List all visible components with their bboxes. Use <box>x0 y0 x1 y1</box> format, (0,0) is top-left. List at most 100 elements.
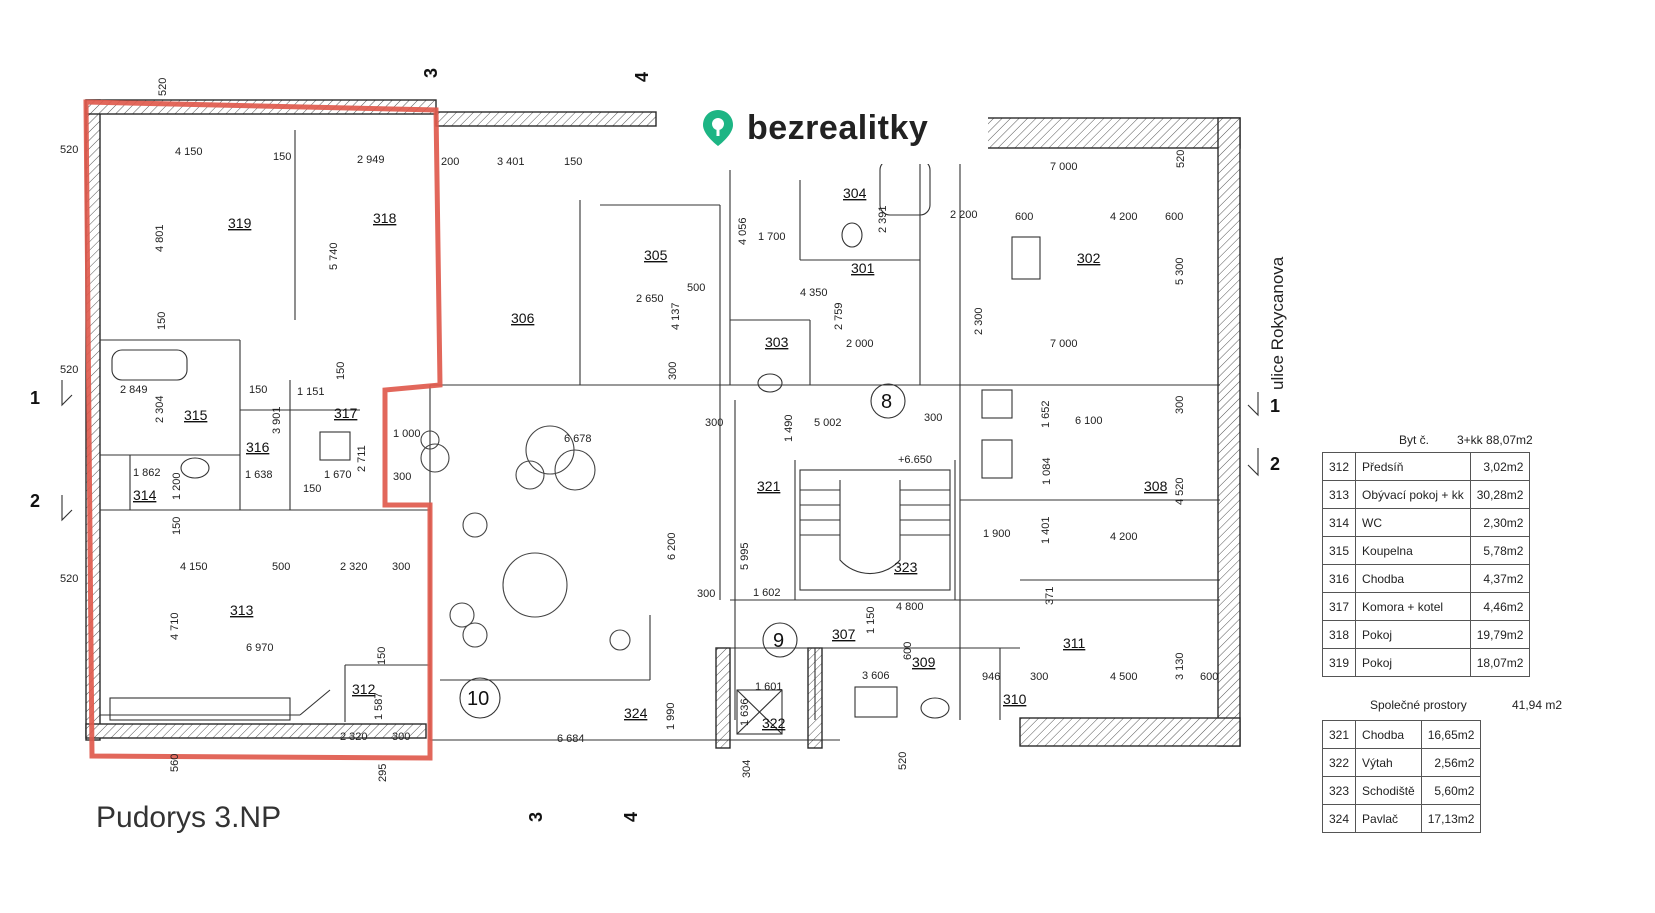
legend-area-cell: 5,60m2 <box>1420 776 1482 805</box>
legend-num-cell: 323 <box>1321 776 1357 805</box>
legend-common-total: 41,94 m2 <box>1512 698 1563 712</box>
svg-text:300: 300 <box>393 471 411 483</box>
svg-text:295: 295 <box>377 764 389 782</box>
svg-text:600: 600 <box>1200 671 1218 683</box>
legend-name-cell: Pokoj <box>1355 648 1471 677</box>
legend-area-cell: 30,28m2 <box>1469 480 1531 509</box>
legend-area-cell: 5,78m2 <box>1469 536 1531 565</box>
svg-text:2 320: 2 320 <box>340 561 368 573</box>
room-301: 301 <box>851 260 875 276</box>
legend-common-title: Společné prostory <box>1370 698 1467 712</box>
svg-text:1 652: 1 652 <box>1040 400 1052 428</box>
svg-text:500: 500 <box>687 282 705 294</box>
svg-text:150: 150 <box>376 647 388 665</box>
svg-text:4 200: 4 200 <box>1110 211 1138 223</box>
room-322: 322 <box>762 715 786 731</box>
legend-name-cell: Výtah <box>1355 748 1422 777</box>
section-marker-1-right: 1 <box>1270 396 1280 416</box>
svg-text:4 150: 4 150 <box>180 561 208 573</box>
svg-text:600: 600 <box>902 642 914 660</box>
svg-text:300: 300 <box>697 588 715 600</box>
legend-area-cell: 16,65m2 <box>1420 720 1482 749</box>
svg-text:600: 600 <box>1015 211 1033 223</box>
svg-text:150: 150 <box>303 483 321 495</box>
legend-num-cell: 314 <box>1321 508 1357 537</box>
svg-text:1 602: 1 602 <box>753 587 781 599</box>
svg-text:300: 300 <box>392 731 410 743</box>
legend-num-cell: 322 <box>1321 748 1357 777</box>
svg-text:6 200: 6 200 <box>666 532 678 560</box>
svg-text:6 678: 6 678 <box>564 433 592 445</box>
plan-caption: Pudorys 3.NP <box>96 801 281 834</box>
logo-text: bezrealitky <box>747 108 929 147</box>
svg-text:4 200: 4 200 <box>1110 531 1138 543</box>
svg-text:3 901: 3 901 <box>271 406 283 434</box>
room-308: 308 <box>1144 478 1168 494</box>
legend-area-cell: 17,13m2 <box>1420 804 1482 833</box>
svg-text:1 587: 1 587 <box>373 692 385 720</box>
svg-text:371: 371 <box>1044 587 1056 605</box>
legend-area-cell: 2,56m2 <box>1420 748 1482 777</box>
svg-text:6 100: 6 100 <box>1075 415 1103 427</box>
svg-text:300: 300 <box>392 561 410 573</box>
svg-text:7 000: 7 000 <box>1050 161 1078 173</box>
svg-text:4 800: 4 800 <box>896 601 924 613</box>
section-marker-4-top: 4 <box>632 72 652 82</box>
svg-text:200: 200 <box>441 156 459 168</box>
room-324: 324 <box>624 705 648 721</box>
svg-text:2 711: 2 711 <box>356 445 368 472</box>
room-314: 314 <box>133 487 157 503</box>
svg-text:150: 150 <box>273 151 291 163</box>
elevator-shaft <box>736 689 783 735</box>
zone-8: 8 <box>881 391 892 413</box>
section-marker-3-bottom: 3 <box>526 812 546 822</box>
legend-name-cell: Chodba <box>1355 564 1471 593</box>
legend-name-cell: Pokoj <box>1355 620 1471 649</box>
svg-text:4 710: 4 710 <box>169 612 181 640</box>
svg-text:5 995: 5 995 <box>739 542 751 570</box>
svg-text:2 759: 2 759 <box>833 302 845 330</box>
legend-num-cell: 315 <box>1321 536 1357 565</box>
svg-text:4 137: 4 137 <box>670 302 682 330</box>
svg-text:2 849: 2 849 <box>120 384 148 396</box>
legend-area-cell: 2,30m2 <box>1469 508 1531 537</box>
room-307: 307 <box>832 626 856 642</box>
svg-text:1 000: 1 000 <box>393 428 421 440</box>
svg-text:2 391: 2 391 <box>877 205 889 233</box>
room-310: 310 <box>1003 691 1027 707</box>
legend-area-cell: 19,79m2 <box>1469 620 1531 649</box>
svg-text:520: 520 <box>60 573 78 585</box>
legend-name-cell: Chodba <box>1355 720 1422 749</box>
svg-text:1 900: 1 900 <box>983 528 1011 540</box>
svg-text:4 520: 4 520 <box>1174 477 1186 505</box>
legend-area-cell: 4,46m2 <box>1469 592 1531 621</box>
outer-walls <box>85 99 1241 749</box>
zone-10: 10 <box>467 688 489 710</box>
room-302: 302 <box>1077 250 1101 266</box>
legend-area-cell: 18,07m2 <box>1469 648 1531 677</box>
svg-text:300: 300 <box>1030 671 1048 683</box>
svg-text:2 320: 2 320 <box>340 731 368 743</box>
svg-text:520: 520 <box>60 144 78 156</box>
room-303: 303 <box>765 334 789 350</box>
legend-area-cell: 3,02m2 <box>1469 452 1531 481</box>
svg-text:1 700: 1 700 <box>758 231 786 243</box>
room-311: 311 <box>1063 635 1086 651</box>
section-marker-2-right: 2 <box>1270 454 1280 474</box>
legend-num-cell: 324 <box>1321 804 1357 833</box>
room-316: 316 <box>246 439 270 455</box>
legend-name-cell: Schodiště <box>1355 776 1422 805</box>
legend-apartment-type: 3+kk 88,07m2 <box>1457 433 1533 447</box>
room-323: 323 <box>894 559 918 575</box>
level-mark: +6.650 <box>898 454 932 466</box>
svg-text:300: 300 <box>1174 396 1186 414</box>
stair-spiral <box>799 469 951 591</box>
